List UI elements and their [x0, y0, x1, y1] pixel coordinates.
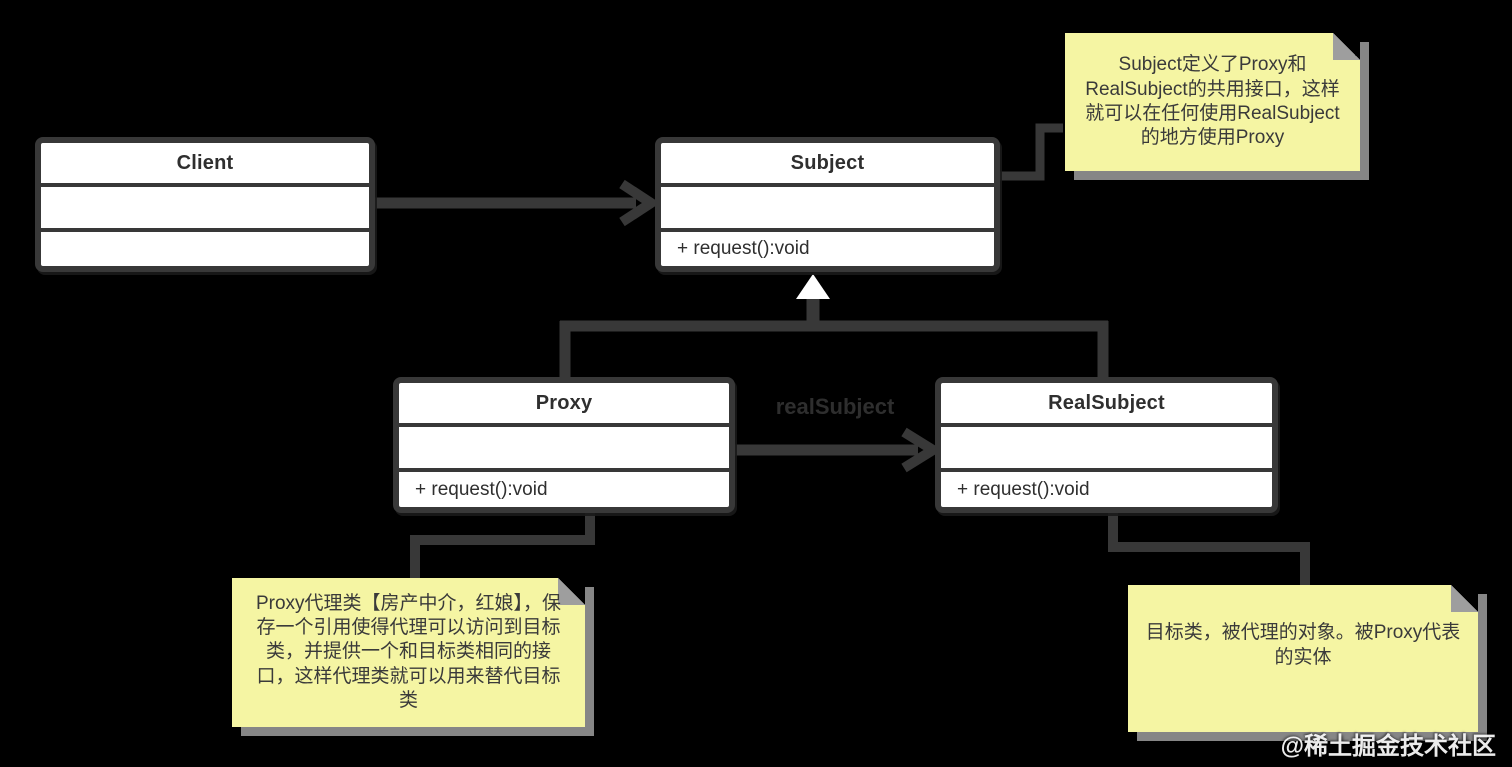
class-title: Proxy: [535, 391, 593, 414]
class-method-request: + request():void: [941, 468, 1272, 507]
folded-corner-icon: [1333, 33, 1360, 60]
class-methods-compartment: [41, 228, 369, 266]
class-box-realsubject: RealSubject + request():void: [935, 377, 1278, 513]
note-text: Subject定义了Proxy和RealSubject的共用接口，这样就可以在任…: [1085, 54, 1340, 149]
class-title: Subject: [790, 151, 865, 174]
class-method-request: + request():void: [661, 228, 994, 266]
class-attributes-compartment: [41, 183, 369, 228]
edge-subject-to-note: [1000, 123, 1063, 181]
note-proxy: Proxy代理类【房产中介，红娘】，保存一个引用使得代理可以访问到目标类，并提供…: [232, 578, 585, 727]
class-box-client: Client: [35, 137, 375, 272]
class-attributes-compartment: [399, 423, 729, 468]
class-attributes-compartment: [661, 183, 994, 228]
class-method-request: + request():void: [399, 468, 729, 507]
association-label-realsubject: realSubject: [775, 394, 895, 419]
note-subject: Subject定义了Proxy和RealSubject的共用接口，这样就可以在任…: [1065, 33, 1360, 171]
class-title: RealSubject: [1048, 391, 1165, 414]
class-title: Client: [176, 151, 234, 174]
edge-realsubject-to-note: [1108, 513, 1310, 587]
class-box-proxy: Proxy + request():void: [393, 377, 735, 513]
watermark: @稀土掘金技术社区: [1280, 733, 1496, 760]
note-realsubject: 目标类，被代理的对象。被Proxy代表的实体: [1128, 585, 1478, 732]
folded-corner-icon: [1451, 585, 1478, 612]
edge-proxy-to-note: [410, 513, 595, 580]
folded-corner-icon: [558, 578, 585, 605]
class-attributes-compartment: [941, 423, 1272, 468]
class-box-subject: Subject + request():void: [655, 137, 1000, 272]
note-text: 目标类，被代理的对象。被Proxy代表的实体: [1145, 622, 1461, 668]
open-arrow-right-icon: [619, 179, 661, 227]
note-text: Proxy代理类【房产中介，红娘】，保存一个引用使得代理可以访问到目标类，并提供…: [255, 592, 562, 711]
open-arrow-right-icon: [901, 427, 943, 473]
hollow-triangle-up-icon: [796, 274, 830, 299]
